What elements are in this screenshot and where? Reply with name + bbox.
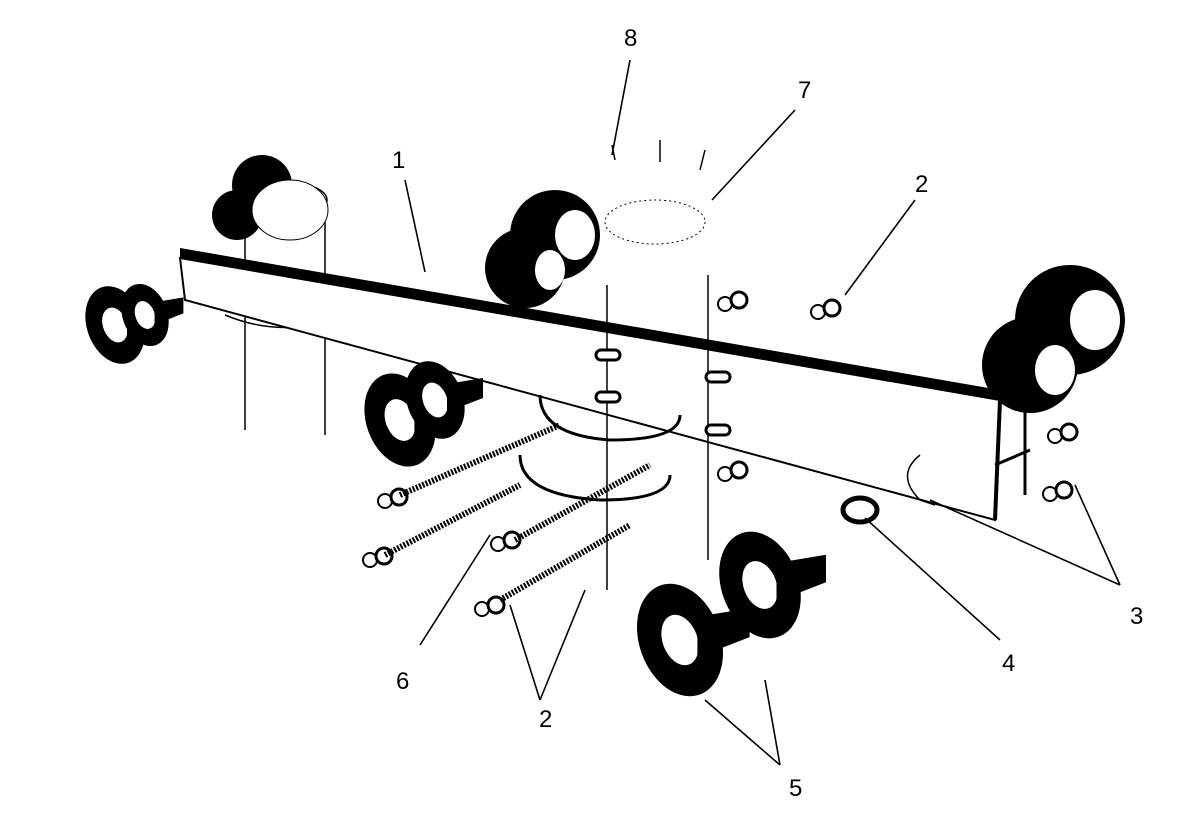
callout-5: 5 [789, 775, 802, 802]
insulator-discs [85, 283, 826, 697]
nut [1054, 480, 1074, 500]
slots [594, 348, 732, 437]
callout-7: 7 [798, 77, 811, 104]
nut [822, 298, 842, 318]
insulator-bore [384, 399, 416, 441]
ring-part-4 [840, 495, 880, 525]
threaded-rods [383, 422, 652, 603]
clamp-brackets [518, 394, 682, 502]
callout-3: 3 [1130, 603, 1143, 630]
nuts [362, 290, 1079, 617]
sphere-cluster-right [982, 265, 1125, 413]
insulator-bore [134, 301, 156, 329]
callout-1: 1 [392, 147, 405, 174]
callout-2-bottom: 2 [539, 706, 552, 733]
insulator-cone [154, 297, 184, 325]
insulator-bore [661, 614, 699, 666]
callout-2-top: 2 [915, 171, 928, 198]
nut [729, 290, 749, 310]
insulator-bore [102, 307, 128, 343]
sphere-cluster-left [212, 155, 329, 241]
crossbeam-part-1 [178, 248, 1031, 522]
callout-6: 6 [396, 668, 409, 695]
cap-part-7 [604, 140, 706, 245]
threaded-rod [498, 522, 632, 603]
leader-lines [404, 59, 1121, 766]
threaded-rod [383, 482, 522, 558]
insulator-cone [447, 378, 483, 412]
nut [1059, 422, 1079, 442]
nut [374, 546, 394, 566]
insulator-bore [422, 382, 448, 418]
nut [389, 487, 409, 507]
nut [502, 530, 522, 550]
callout-8: 8 [624, 25, 637, 52]
nut [729, 460, 749, 480]
insulator-cone [776, 554, 826, 602]
threaded-rod [398, 422, 562, 498]
threaded-rod [513, 462, 652, 543]
sphere-cluster-center [485, 190, 600, 308]
shackle-part-3 [906, 454, 936, 506]
nut [486, 595, 506, 615]
insulator-bore [742, 561, 778, 609]
callout-4: 4 [1002, 650, 1015, 677]
